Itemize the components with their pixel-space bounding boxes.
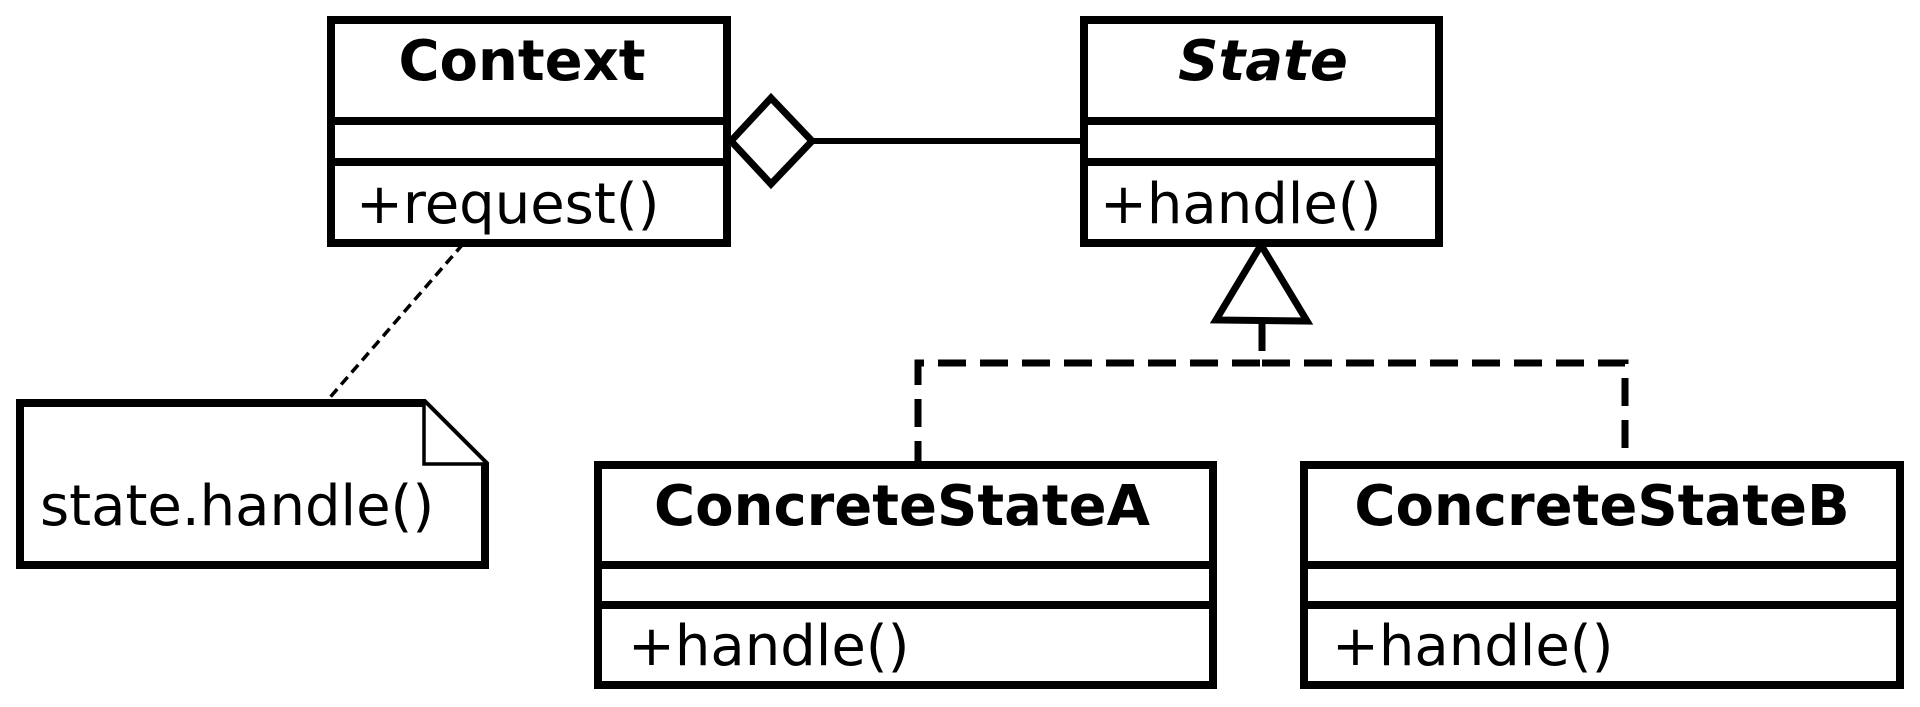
class-context[interactable]: Context +request() bbox=[327, 16, 731, 247]
class-state-name: State bbox=[1178, 29, 1348, 94]
note-text: state.handle() bbox=[40, 474, 434, 539]
class-state-box bbox=[1080, 16, 1443, 247]
class-context-box bbox=[327, 16, 731, 247]
realization-arrowhead bbox=[1209, 238, 1314, 325]
class-context-name: Context bbox=[398, 29, 645, 94]
class-concrete-state-b-operation: +handle() bbox=[1332, 614, 1613, 679]
class-concrete-state-b-name: ConcreteStateB bbox=[1354, 474, 1849, 539]
note-connector-line bbox=[324, 242, 465, 404]
class-concrete-state-b[interactable]: ConcreteStateB +handle() bbox=[1300, 461, 1904, 689]
class-concrete-state-a-name: ConcreteStateA bbox=[654, 474, 1151, 539]
class-state-operation: +handle() bbox=[1100, 172, 1381, 237]
class-concrete-state-b-box bbox=[1300, 461, 1904, 689]
note-fold-corner bbox=[422, 403, 485, 466]
class-context-operation: +request() bbox=[356, 172, 660, 237]
note[interactable]: state.handle() bbox=[16, 399, 489, 569]
class-state[interactable]: State +handle() bbox=[1080, 16, 1443, 247]
realization-line-to-a bbox=[914, 323, 1266, 464]
realization-line-to-b bbox=[1262, 359, 1629, 464]
aggregation-diamond bbox=[726, 92, 817, 190]
note-box bbox=[16, 399, 489, 569]
class-concrete-state-a[interactable]: ConcreteStateA +handle() bbox=[594, 461, 1217, 689]
class-concrete-state-a-box bbox=[594, 461, 1217, 689]
class-concrete-state-a-operation: +handle() bbox=[628, 614, 909, 679]
